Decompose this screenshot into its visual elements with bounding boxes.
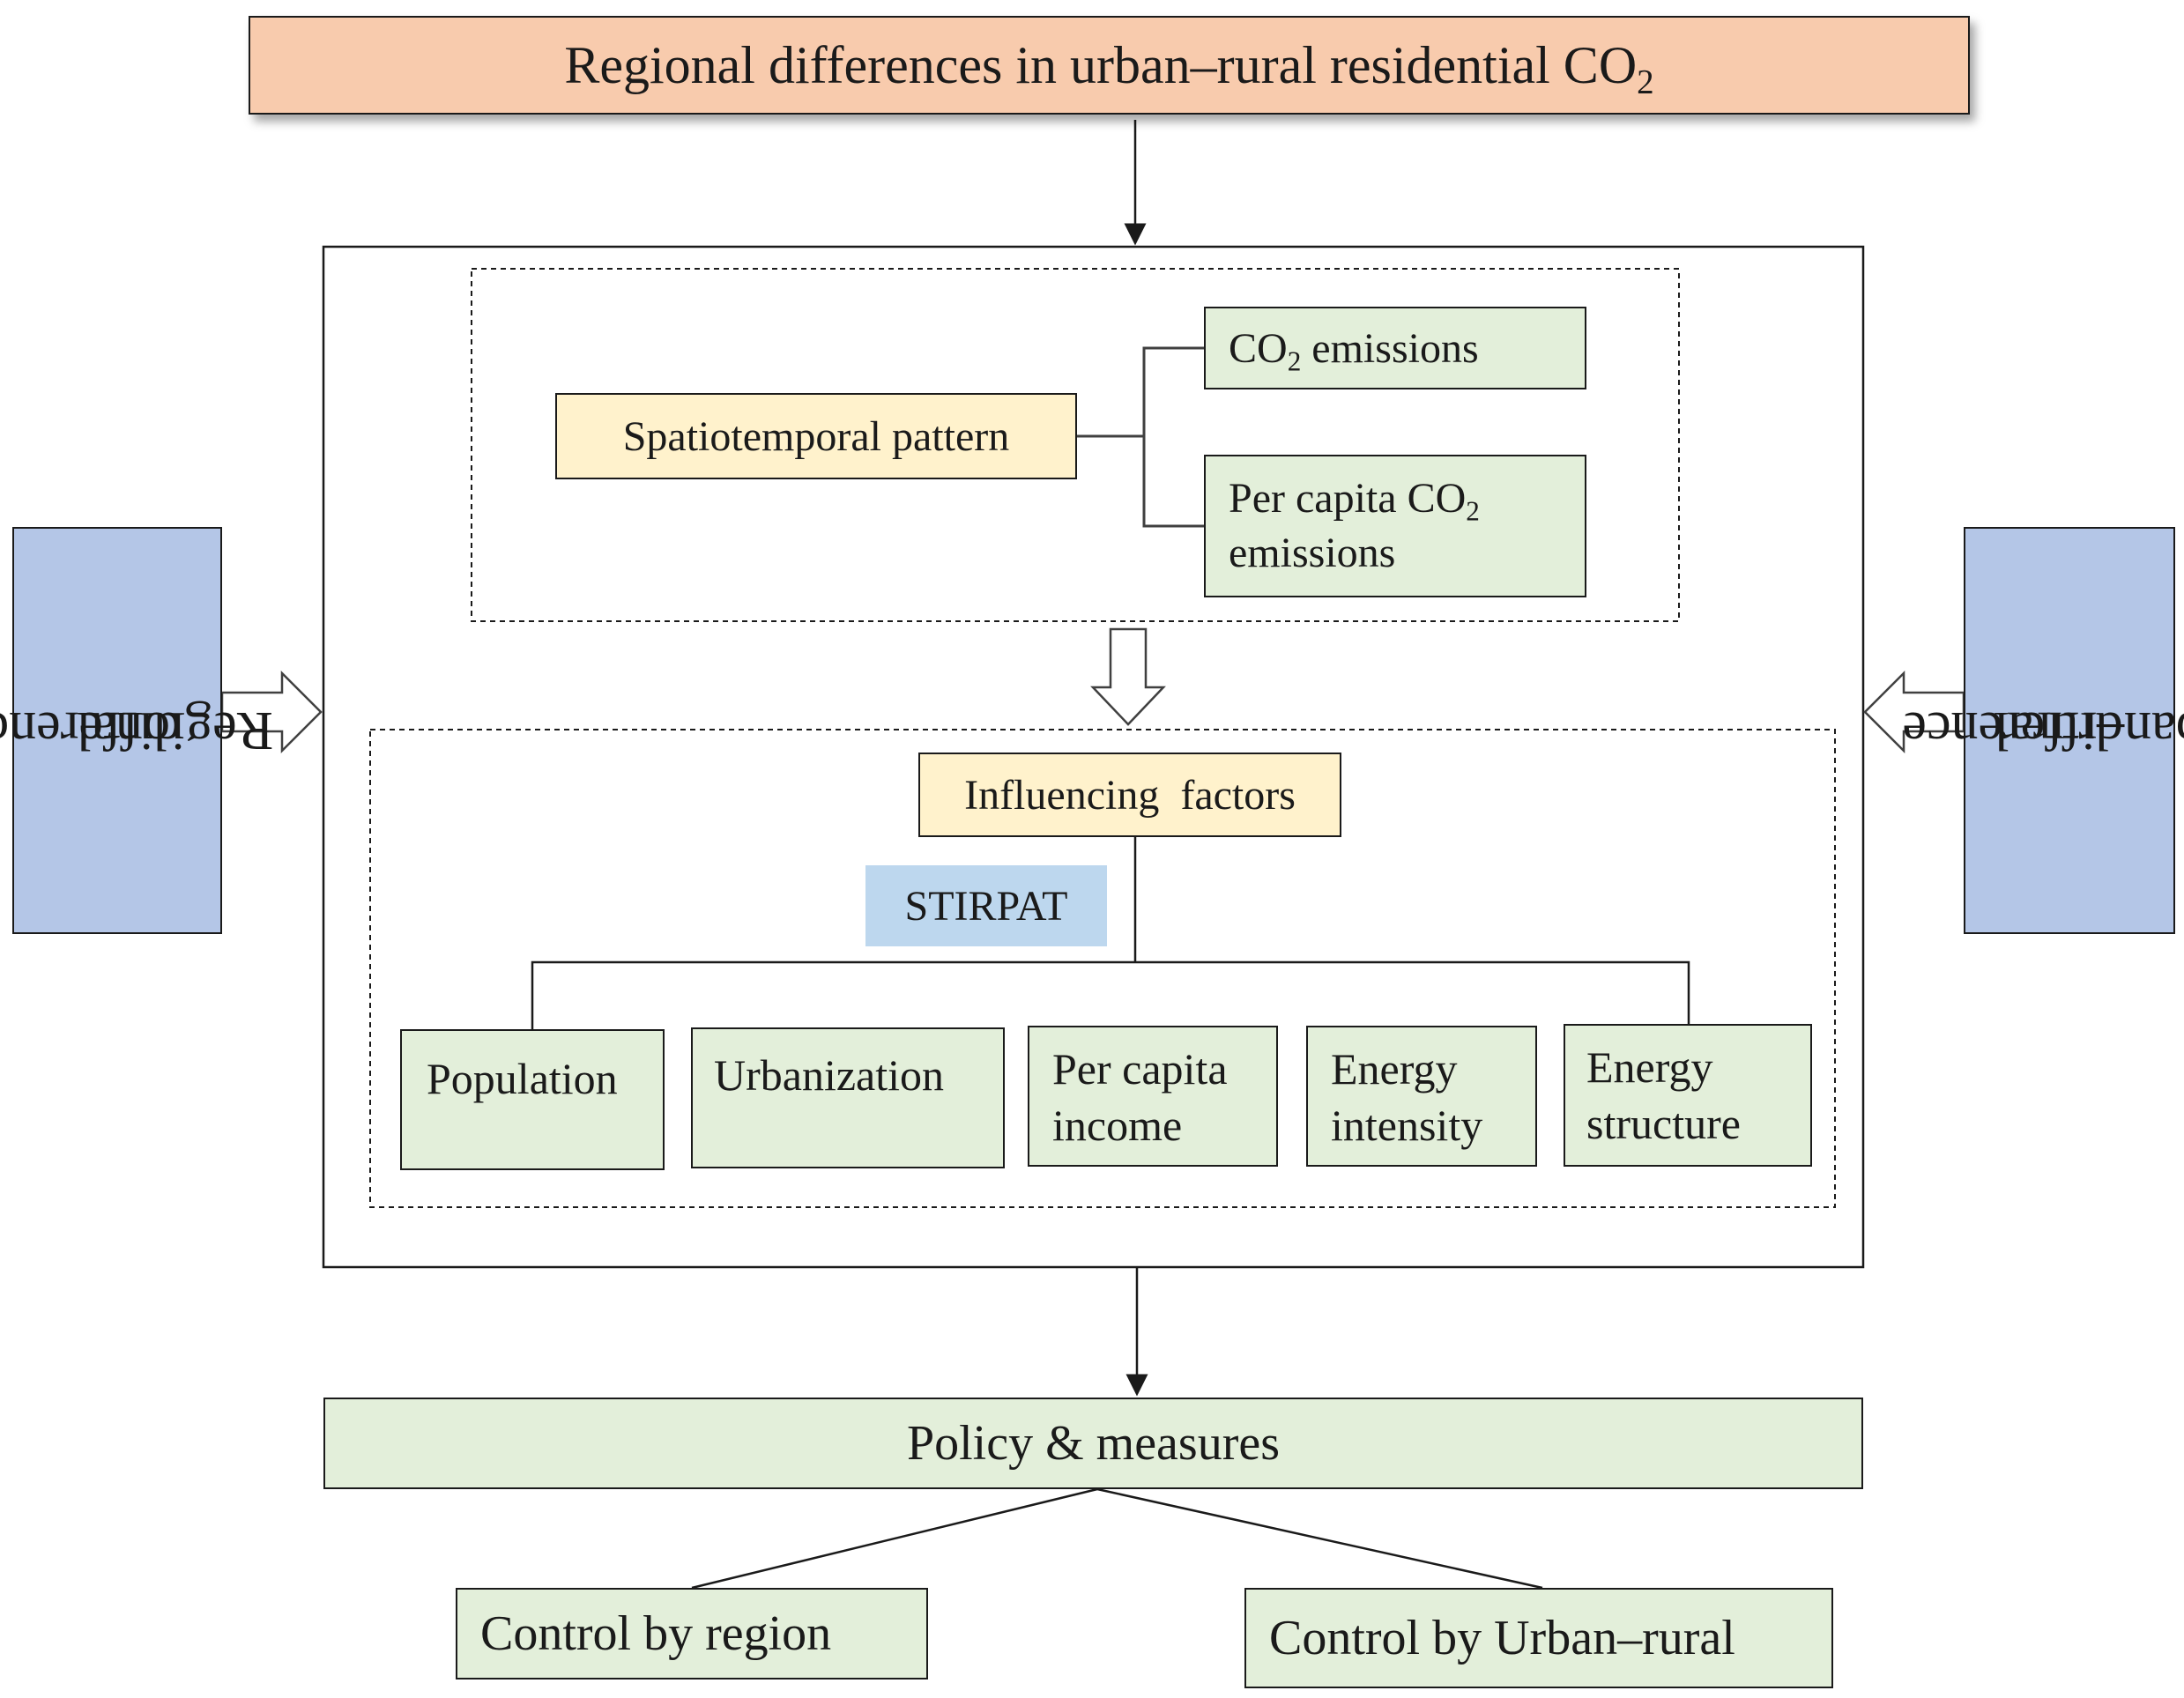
co2-emissions-box: CO2 emissions: [1204, 307, 1586, 389]
connector-bracket: [1142, 346, 1204, 528]
connector-policy-to-urban-rural: [1096, 1487, 1543, 1590]
title-box: Regional differences in urban–rural resi…: [249, 16, 1970, 115]
main-frame: [322, 245, 1865, 1269]
stirpat-label: STIRPAT: [904, 882, 1068, 930]
title-text: Regional differences in urban–rural resi…: [564, 35, 1654, 101]
co2-emissions-label: CO2 emissions: [1229, 324, 1479, 376]
pattern-group-frame: [471, 268, 1680, 622]
connector-factors-bar: [531, 960, 1690, 1029]
factor-urbanization-box: Urbanization: [691, 1027, 1005, 1168]
hollow-down-arrow: [1090, 627, 1166, 726]
control-by-region-label: Control by region: [480, 1606, 832, 1661]
factor-population-label: Population: [427, 1054, 618, 1103]
factor-population-box: Population: [400, 1029, 665, 1170]
control-by-region-box: Control by region: [456, 1588, 928, 1679]
spatiotemporal-pattern-label: Spatiotemporal pattern: [622, 412, 1010, 460]
influencing-factors-label: Influencing factors: [964, 771, 1296, 819]
factor-urbanization-label: Urbanization: [714, 1050, 945, 1100]
spatiotemporal-pattern-box: Spatiotemporal pattern: [555, 393, 1077, 479]
hollow-right-arrow: [220, 670, 323, 754]
control-by-urban-rural-box: Control by Urban–rural: [1244, 1588, 1833, 1688]
policy-measures-label: Policy & measures: [906, 1416, 1281, 1471]
connector-policy-to-region: [691, 1487, 1098, 1590]
stirpat-label-box: STIRPAT: [865, 865, 1107, 946]
factors-group-frame: [369, 729, 1836, 1208]
policy-measures-box: Policy & measures: [323, 1398, 1863, 1489]
hollow-left-arrow: [1863, 670, 1965, 754]
influencing-factors-box: Influencing factors: [918, 753, 1341, 837]
control-by-urban-rural-label: Control by Urban–rural: [1269, 1611, 1735, 1665]
